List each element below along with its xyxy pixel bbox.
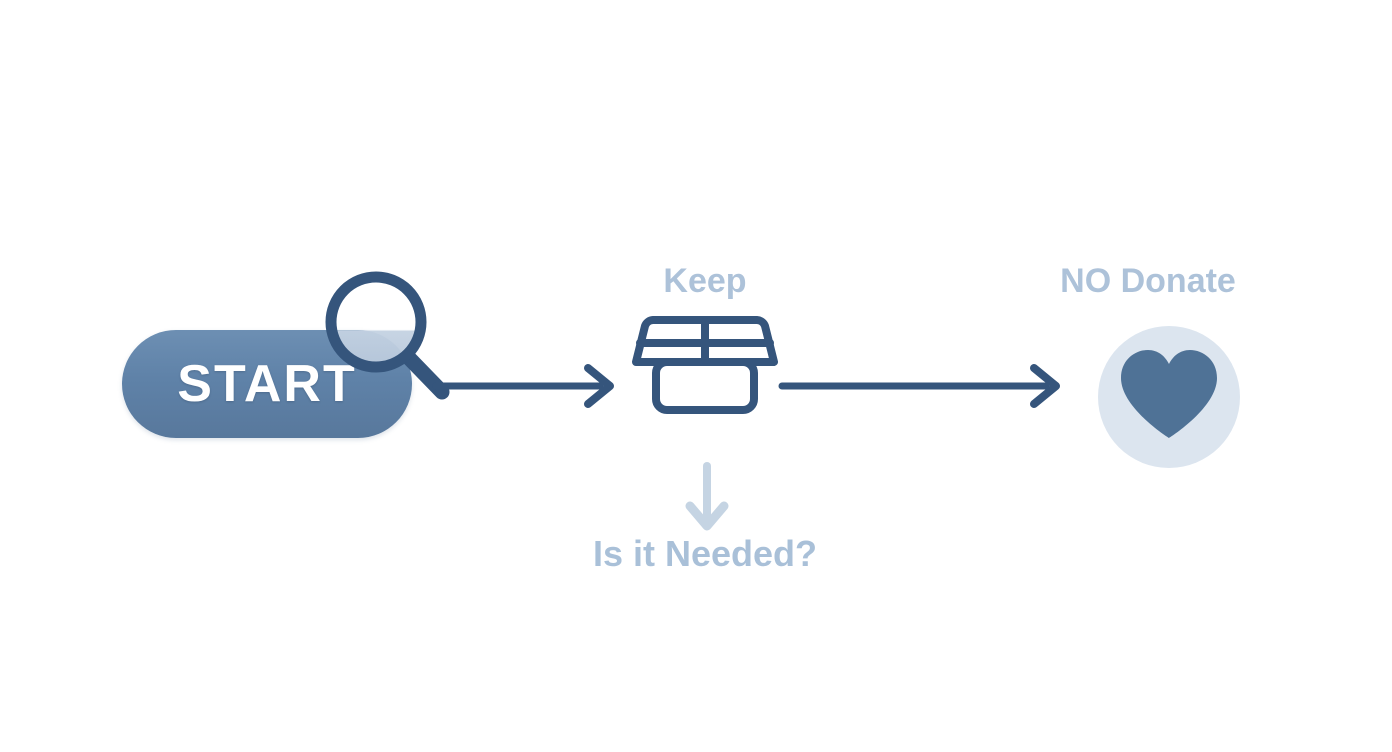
start-button[interactable]: START xyxy=(122,330,412,438)
start-button-label: START xyxy=(177,355,357,413)
open-box-icon[interactable] xyxy=(630,310,780,423)
keep-node[interactable]: Keep xyxy=(600,264,810,444)
heart-icon xyxy=(1115,346,1223,449)
question-label: Is it Needed? xyxy=(592,533,818,574)
start-node[interactable]: START xyxy=(122,330,412,438)
arrow-start-to-keep xyxy=(432,360,622,412)
donate-node[interactable]: NO Donate xyxy=(1020,262,1276,468)
arrow-keep-to-donate xyxy=(778,360,1068,412)
keep-label: Keep xyxy=(663,262,747,300)
arrow-keep-to-question xyxy=(678,462,736,534)
donate-label: NO Donate xyxy=(1060,262,1236,300)
donate-badge[interactable] xyxy=(1098,326,1240,468)
